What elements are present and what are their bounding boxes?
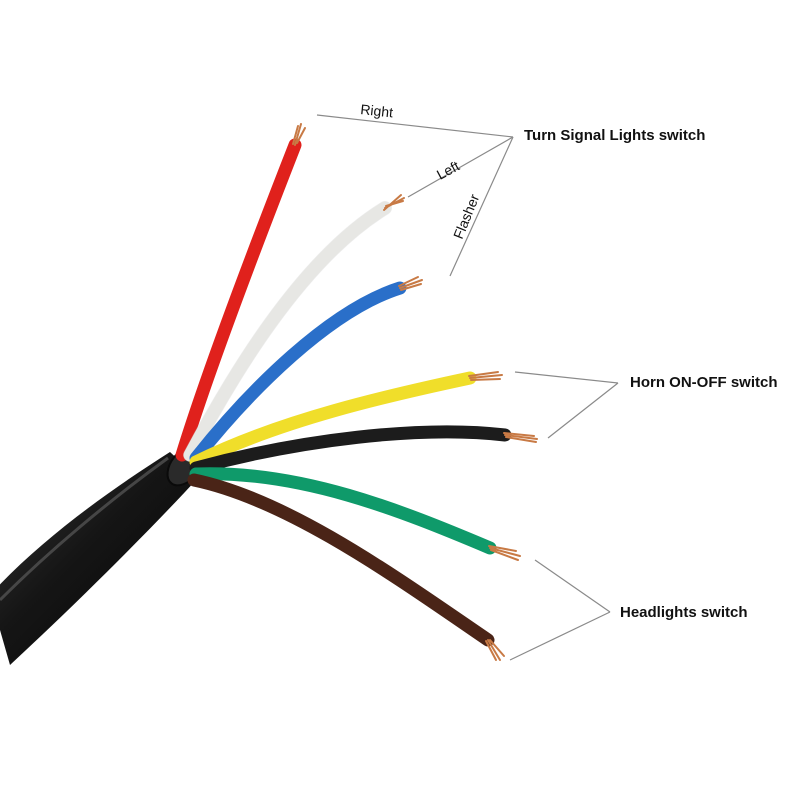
- copper-end-white: [383, 194, 405, 211]
- wire-white: [183, 201, 392, 462]
- leader-turn-signal-left: [407, 136, 514, 198]
- copper-ends: [292, 123, 538, 661]
- cable-jacket-highlight: [0, 456, 169, 602]
- copper-end-red: [292, 123, 306, 146]
- wire-yellow: [189, 371, 477, 469]
- leader-horn-upper: [514, 371, 619, 384]
- wire-black: [189, 425, 512, 475]
- wire-red: [175, 138, 302, 462]
- leader-turn-signal-right: [316, 114, 514, 138]
- leader-horn-lower: [547, 382, 619, 439]
- label-horn-on-off-switch: Horn ON-OFF switch: [630, 374, 778, 391]
- wire-white-outline: [183, 201, 392, 462]
- label-headlights-switch: Headlights switch: [620, 604, 748, 621]
- cable-jacket: [0, 452, 198, 665]
- label-left: Left: [434, 158, 462, 183]
- leader-turn-signal-flasher: [449, 136, 514, 277]
- wire-blue: [189, 281, 407, 465]
- label-turn-signal-lights-switch: Turn Signal Lights switch: [524, 127, 705, 144]
- copper-end-black: [503, 432, 538, 443]
- leader-headlights-lower: [509, 611, 611, 661]
- copper-end-brown: [485, 639, 505, 661]
- copper-end-blue: [398, 276, 423, 291]
- leader-headlights-upper: [534, 559, 611, 613]
- leader-lines: [316, 114, 619, 661]
- copper-end-green: [488, 545, 521, 561]
- copper-end-yellow: [468, 371, 503, 381]
- label-right: Right: [360, 101, 394, 120]
- wire-green: [189, 467, 497, 555]
- wire-brown: [187, 473, 495, 647]
